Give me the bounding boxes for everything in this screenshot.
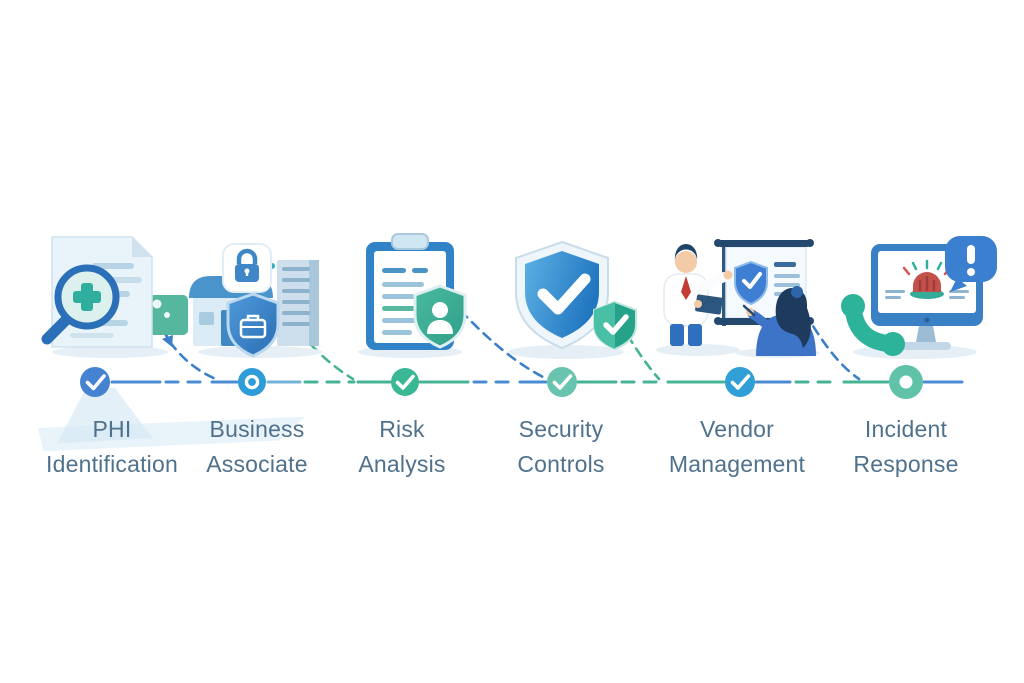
check-icon	[552, 374, 573, 390]
node-check-3	[391, 368, 419, 396]
lock-icon	[236, 248, 258, 264]
ring-icon	[244, 374, 260, 390]
monitor-alert-phone-icon	[841, 236, 997, 359]
step-label-security-controls: Security Controls	[466, 412, 656, 482]
shield-check-icon	[508, 240, 637, 359]
check-icon	[85, 374, 106, 391]
step-label-business-associate: Business Associate	[162, 412, 352, 482]
node-ring-2	[238, 368, 266, 396]
presenter-person	[663, 244, 733, 346]
step-label-vendor-management: Vendor Management	[642, 412, 832, 482]
step-label-line2: Management	[668, 451, 806, 477]
presentation-meeting-icon	[656, 239, 820, 358]
node-donut-6	[889, 365, 923, 399]
audience-person	[742, 286, 816, 356]
clipboard-shield-icon	[358, 233, 467, 358]
step-label-line1: Risk	[379, 416, 425, 442]
step-label-line1: Incident	[864, 416, 948, 442]
step-label-incident-response: Incident Response	[811, 412, 1001, 482]
check-icon	[537, 273, 591, 315]
node-check-4	[547, 367, 577, 397]
clipboard-icon	[695, 294, 723, 315]
step-label-line2: Controls	[517, 451, 605, 477]
check-icon	[730, 374, 751, 390]
tie-icon	[681, 276, 691, 300]
step-label-phi-identification: PHI Identification	[17, 412, 207, 482]
briefcase-icon	[246, 314, 260, 320]
step-label-line2: Associate	[206, 451, 308, 477]
shield-icon	[226, 292, 280, 358]
step-label-line2: Identification	[46, 451, 178, 477]
check-icon	[395, 374, 415, 390]
step-label-line2: Response	[853, 451, 959, 477]
timeline-nodes	[80, 365, 923, 399]
step-label-line1: Business	[209, 416, 305, 442]
alert-bubble-icon	[945, 236, 997, 292]
person-icon	[432, 302, 448, 318]
step-label-line1: Security	[518, 416, 604, 442]
storefront-shield-icon	[189, 243, 322, 358]
scribble-icon	[791, 286, 803, 298]
phone-handset-icon	[841, 294, 905, 356]
step-label-line1: PHI	[92, 416, 132, 442]
step-label-risk-analysis: Risk Analysis	[307, 412, 497, 482]
node-check-1	[80, 367, 110, 397]
donut-hole-icon	[899, 375, 913, 389]
node-check-5	[725, 367, 755, 397]
check-icon	[603, 314, 629, 335]
step-label-line1: Vendor	[699, 416, 775, 442]
step-label-line2: Analysis	[358, 451, 446, 477]
document-magnifier-icon	[41, 236, 188, 358]
pen-icon	[742, 304, 756, 317]
